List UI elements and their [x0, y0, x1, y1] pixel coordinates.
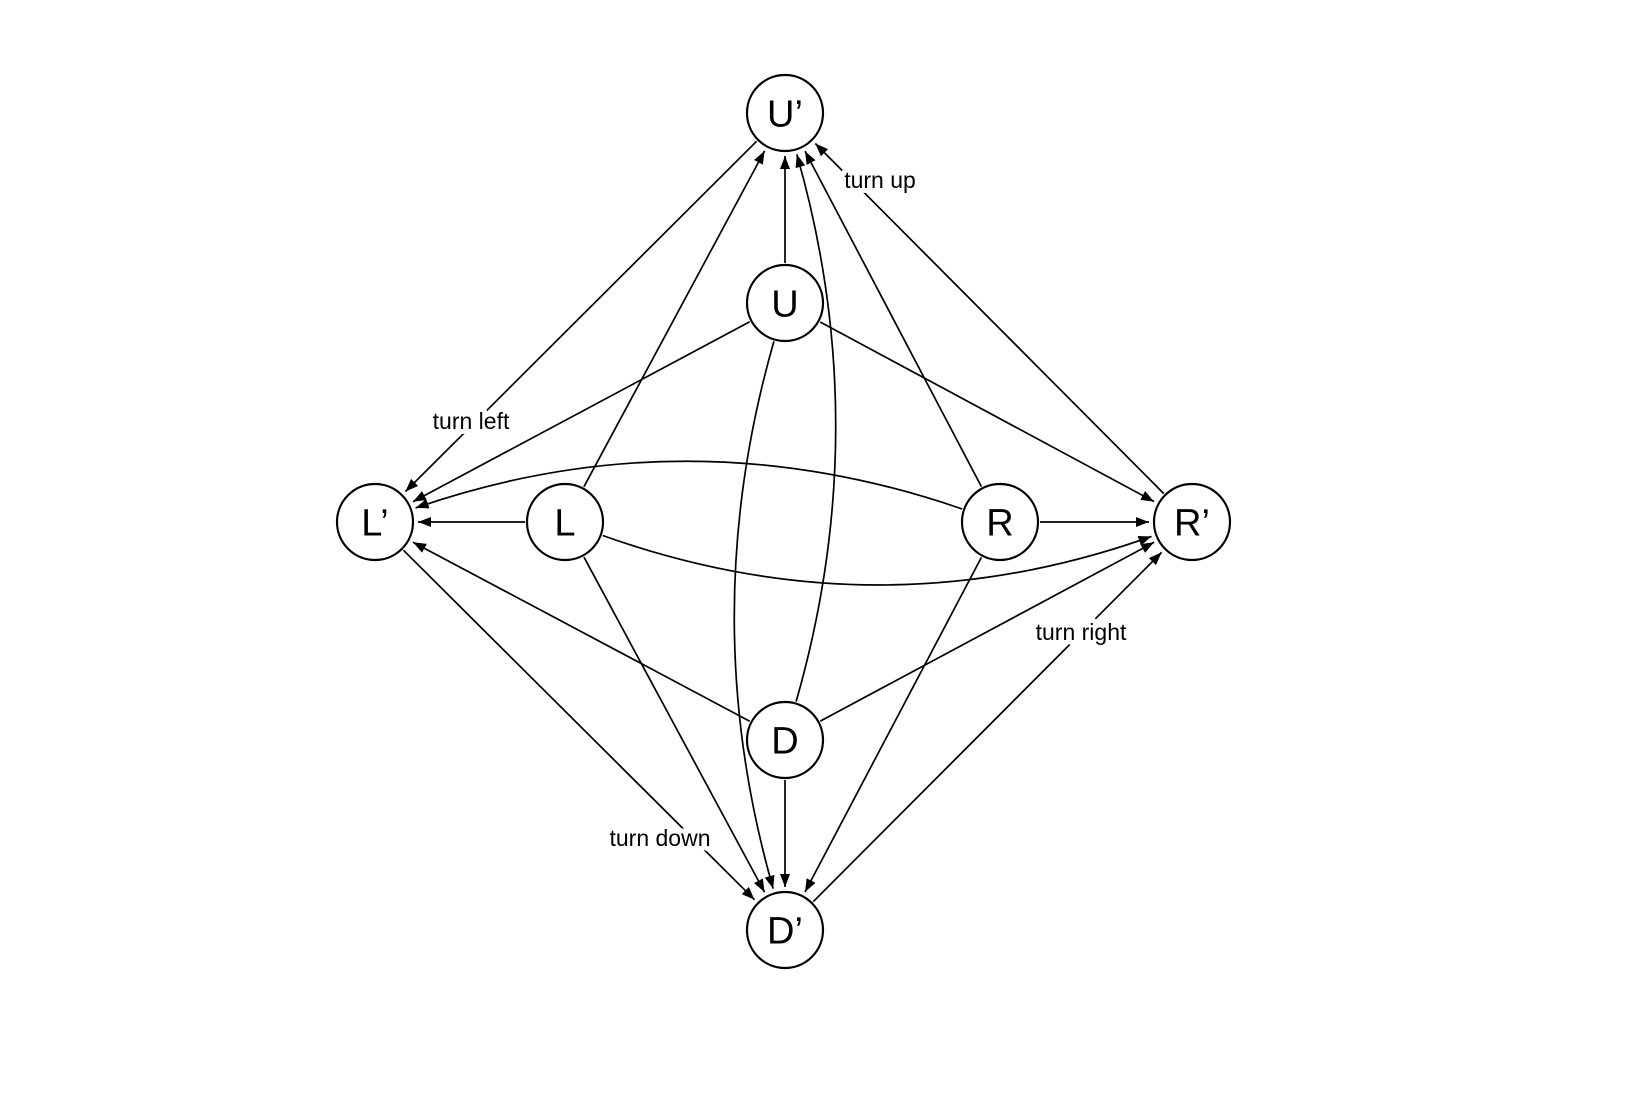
edge-d-prime-to-r-prime: [812, 551, 1163, 903]
node-l-prime: L’: [335, 482, 415, 562]
node-r-prime: R’: [1152, 482, 1232, 562]
edge-label-turn-right: turn right: [1036, 619, 1127, 645]
node-l-label: L: [554, 503, 575, 545]
edge-l-to-u-prime: [583, 150, 766, 488]
edge-d-to-r-prime: [819, 541, 1155, 722]
edge-d-to-l-prime: [412, 541, 751, 722]
edge-label-turn-up: turn up: [844, 167, 916, 193]
node-r-prime-circle: [1152, 482, 1232, 562]
edges: [402, 140, 1165, 903]
node-u-label: U: [771, 284, 798, 326]
node-r-prime-label: R’: [1174, 503, 1210, 545]
edge-u-prime-to-l-prime: [404, 140, 758, 493]
node-d-prime-circle: [745, 890, 825, 970]
node-r-label: R: [986, 503, 1013, 545]
edge-r-to-d-prime: [804, 557, 983, 893]
node-l-prime-label: L’: [361, 503, 388, 545]
node-u: U: [745, 263, 825, 343]
node-d-label: D: [771, 721, 798, 763]
node-r: R: [960, 482, 1040, 562]
edge-u-to-l-prime: [412, 321, 751, 503]
node-u-prime-label: U’: [767, 94, 803, 136]
node-d-prime: D’: [745, 890, 825, 970]
node-r-circle: [960, 482, 1040, 562]
node-d-prime-label: D’: [767, 911, 803, 953]
node-l-prime-circle: [335, 482, 415, 562]
edge-l-prime-to-d-prime: [402, 549, 756, 901]
node-u-prime: U’: [745, 73, 825, 153]
edge-d-to-u-prime: [795, 154, 837, 702]
edge-label-turn-left: turn left: [433, 408, 510, 434]
node-u-prime-circle: [745, 73, 825, 153]
edge-u-to-r-prime: [819, 321, 1155, 503]
edge-r-to-u-prime: [804, 150, 983, 487]
node-d: D: [745, 700, 825, 780]
node-l: L: [525, 482, 605, 562]
edge-l-to-r-prime: [602, 534, 1152, 586]
edge-label-turn-down: turn down: [609, 825, 710, 851]
node-d-circle: [745, 700, 825, 780]
edge-r-prime-to-u-prime: [814, 142, 1165, 495]
nodes: U’ U L’ L R R’ D D’: [335, 73, 1232, 970]
edge-u-to-d-prime: [733, 341, 775, 889]
node-l-circle: [525, 482, 605, 562]
edge-l-to-d-prime: [583, 556, 766, 893]
edge-labels: turn left turn down turn right turn up: [428, 162, 1132, 856]
node-u-circle: [745, 263, 825, 343]
edge-r-to-l-prime: [415, 460, 963, 510]
